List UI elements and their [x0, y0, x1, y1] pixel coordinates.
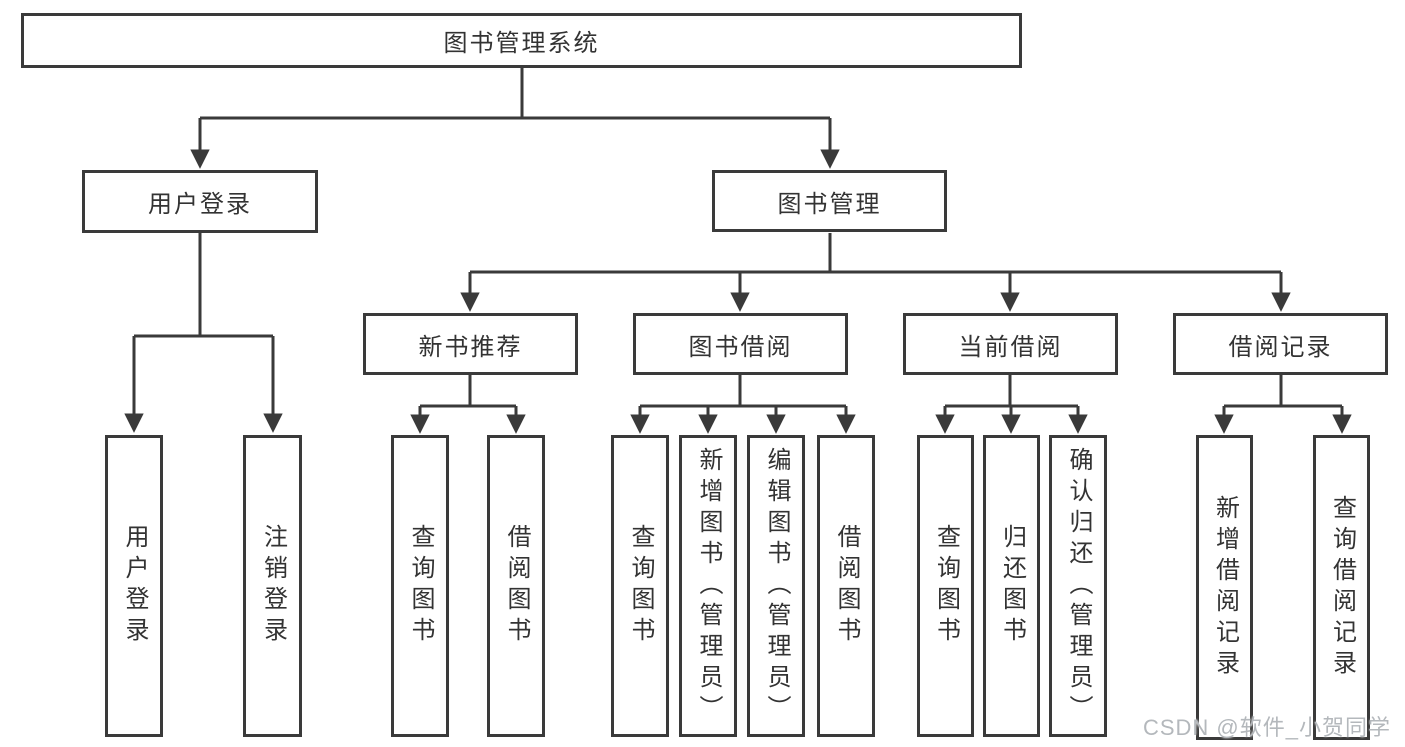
csdn-watermark: CSDN @软件_小贺同学 [1142, 715, 1391, 740]
node-borrowing-records: 借阅记录 [1173, 313, 1388, 375]
node-leaf-search-books-recommend-label: 查询图书 [407, 524, 434, 648]
node-leaf-add-books-admin-label: 新增图书（管理员） [695, 446, 722, 726]
node-leaf-add-books-admin: 新增图书（管理员） [679, 435, 737, 737]
node-leaf-return-books: 归还图书 [983, 435, 1040, 737]
node-leaf-edit-books-admin: 编辑图书（管理员） [747, 435, 805, 737]
node-leaf-borrow-books-borrowing: 借阅图书 [817, 435, 875, 737]
node-leaf-logout-login: 注销登录 [243, 435, 302, 737]
node-book-management-label: 图书管理 [777, 190, 882, 218]
node-leaf-add-borrow-record-label: 新增借阅记录 [1211, 494, 1239, 681]
node-leaf-search-books-borrowing-label: 查询图书 [627, 524, 654, 648]
node-leaf-borrow-books-borrowing-label: 借阅图书 [833, 524, 860, 648]
node-root-label: 图书管理系统 [443, 30, 600, 57]
node-leaf-search-books-borrowing: 查询图书 [611, 435, 669, 737]
node-leaf-logout-login-label: 注销登录 [259, 524, 287, 648]
node-user-login-label: 用户登录 [148, 191, 252, 218]
node-leaf-return-books-label: 归还图书 [998, 524, 1026, 648]
node-leaf-add-borrow-record: 新增借阅记录 [1196, 435, 1253, 740]
node-leaf-user-login-label: 用户登录 [121, 524, 148, 648]
node-current-borrowing-label: 当前借阅 [958, 333, 1063, 361]
node-leaf-search-books-recommend: 查询图书 [391, 435, 449, 737]
node-leaf-edit-books-admin-label: 编辑图书（管理员） [763, 446, 790, 726]
node-leaf-confirm-return-admin: 确认归还（管理员） [1049, 435, 1107, 737]
node-book-management: 图书管理 [712, 170, 947, 232]
node-leaf-borrow-books-recommend-label: 借阅图书 [503, 524, 530, 648]
node-book-borrowing: 图书借阅 [633, 313, 848, 375]
node-leaf-search-books-current-label: 查询图书 [932, 524, 960, 648]
node-leaf-confirm-return-admin-label: 确认归还（管理员） [1065, 446, 1092, 726]
node-user-login: 用户登录 [82, 170, 318, 233]
node-new-book-recommend-label: 新书推荐 [418, 333, 523, 361]
node-new-book-recommend: 新书推荐 [363, 313, 578, 375]
node-current-borrowing: 当前借阅 [903, 313, 1118, 375]
node-leaf-search-books-current: 查询图书 [917, 435, 974, 737]
node-root: 图书管理系统 [21, 13, 1022, 68]
node-leaf-search-borrow-record: 查询借阅记录 [1313, 435, 1370, 740]
node-borrowing-records-label: 借阅记录 [1228, 333, 1333, 361]
node-leaf-user-login: 用户登录 [105, 435, 163, 737]
node-leaf-search-borrow-record-label: 查询借阅记录 [1328, 494, 1356, 681]
node-book-borrowing-label: 图书借阅 [688, 333, 793, 361]
node-leaf-borrow-books-recommend: 借阅图书 [487, 435, 545, 737]
